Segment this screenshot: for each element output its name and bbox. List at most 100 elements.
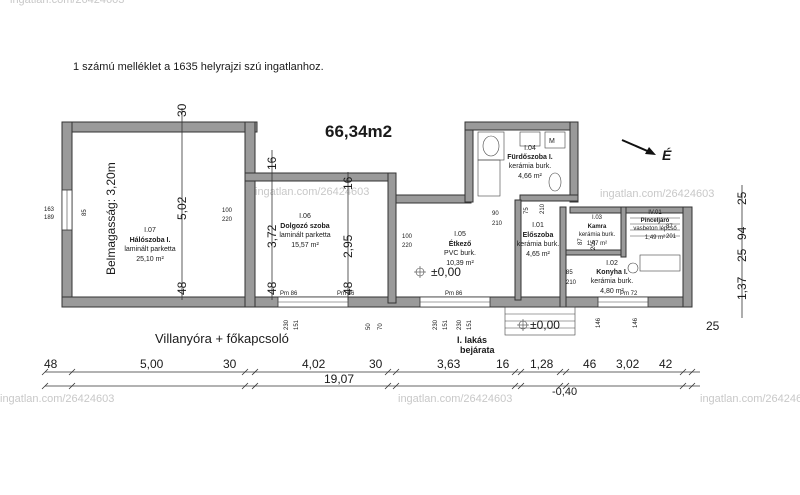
svg-text:2,95: 2,95 <box>341 234 355 258</box>
svg-text:Hálószoba I.: Hálószoba I. <box>130 237 171 244</box>
svg-text:16: 16 <box>496 357 510 371</box>
dimension-tick <box>679 368 687 376</box>
svg-text:±0,00: ±0,00 <box>431 265 461 279</box>
dimension-tick <box>688 368 696 376</box>
svg-text:1,28: 1,28 <box>530 357 554 371</box>
watermark: ingatlan.com/26424603 <box>255 186 369 198</box>
svg-text:220: 220 <box>402 243 413 249</box>
room-I03: I.03 Kamra kerámia burk. 1,47 m² <box>579 215 616 247</box>
svg-text:Előszoba: Előszoba <box>523 232 554 239</box>
svg-text:90: 90 <box>492 211 499 217</box>
watermark: ingatlan.com/26424603 <box>398 393 512 405</box>
svg-text:46: 46 <box>583 357 597 371</box>
svg-text:1,49 m²: 1,49 m² <box>645 235 665 241</box>
svg-text:163: 163 <box>44 207 55 213</box>
room-I01: I.01 Előszoba kerámia burk. 4,65 m² <box>517 222 559 258</box>
header-note: 1 számú melléklet a 1635 helyrajzi szú i… <box>73 61 324 73</box>
svg-text:25: 25 <box>735 191 749 205</box>
total-length: 19,07 <box>324 372 354 386</box>
svg-text:kerámia burk.: kerámia burk. <box>509 163 551 170</box>
svg-text:30: 30 <box>369 357 383 371</box>
svg-text:Étkező: Étkező <box>449 239 472 248</box>
svg-text:25: 25 <box>706 319 720 333</box>
dimension-tick <box>41 368 49 376</box>
svg-text:4,66 m²: 4,66 m² <box>518 173 542 180</box>
north-arrow-icon <box>621 139 656 155</box>
svg-text:75: 75 <box>524 207 530 214</box>
svg-text:25: 25 <box>735 248 749 262</box>
watermark: ingatlan.com/26424603 <box>700 393 800 405</box>
dimension-tick <box>556 382 564 390</box>
ceiling-height: Belmagasság: 3,20m <box>104 162 118 275</box>
level-mark: -0,40 <box>552 386 577 398</box>
svg-text:146: 146 <box>596 317 602 328</box>
svg-text:25,10 m²: 25,10 m² <box>136 256 164 263</box>
north-label: É <box>662 147 672 163</box>
svg-text:100: 100 <box>402 234 413 240</box>
room-IV01: IV.01 Pinceljáró vasbeton lépcső 1,49 m² <box>633 210 677 241</box>
watermark: ingatlan.com/26424603 <box>0 393 114 405</box>
room-I04: I.04 Fürdőszoba I. kerámia burk. 4,66 m² <box>507 145 553 180</box>
stairs <box>630 217 680 237</box>
svg-text:Pm 86: Pm 86 <box>280 291 298 297</box>
svg-text:189: 189 <box>44 215 55 221</box>
vertical-dimensions: 30 5,02 48 16 3,72 48 16 2,95 48 25 94 2… <box>175 103 749 333</box>
dimension-tick <box>556 368 564 376</box>
room-I02: I.02 Konyha I. kerámia burk. 4,80 m² <box>591 260 633 295</box>
dimension-tick <box>562 368 570 376</box>
dimension-tick <box>392 368 400 376</box>
svg-text:230: 230 <box>433 319 439 330</box>
svg-text:42: 42 <box>659 357 673 371</box>
room-I05: I.05 Étkező PVC burk. 10,39 m² <box>444 231 476 267</box>
svg-text:48: 48 <box>265 281 279 295</box>
svg-text:I.04: I.04 <box>524 145 536 152</box>
dimension-tick <box>384 382 392 390</box>
svg-text:48: 48 <box>341 281 355 295</box>
svg-text:Pm 86: Pm 86 <box>445 291 463 297</box>
svg-text:kerámia burk.: kerámia burk. <box>517 241 559 248</box>
svg-text:210: 210 <box>540 203 546 214</box>
dimension-tick <box>511 368 519 376</box>
watermark: ingatlan.com/26424603 <box>10 0 124 6</box>
dimension-tick <box>562 382 570 390</box>
svg-text:5,00: 5,00 <box>140 357 164 371</box>
kitchen-fixtures <box>627 254 681 274</box>
svg-text:Fürdőszoba I.: Fürdőszoba I. <box>507 154 553 161</box>
svg-text:4,80 m²: 4,80 m² <box>600 288 624 295</box>
svg-text:16: 16 <box>265 156 279 170</box>
svg-text:146: 146 <box>633 317 639 328</box>
svg-text:I.01: I.01 <box>532 222 544 229</box>
svg-text:210: 210 <box>492 221 503 227</box>
svg-text:I.02: I.02 <box>606 260 618 267</box>
svg-text:100: 100 <box>222 208 233 214</box>
svg-text:I.06: I.06 <box>299 213 311 220</box>
svg-text:48: 48 <box>175 281 189 295</box>
svg-text:30: 30 <box>175 103 189 117</box>
wc-label: M <box>549 138 555 145</box>
svg-text:IV.01: IV.01 <box>648 210 662 216</box>
svg-text:Pm 72: Pm 72 <box>620 291 638 297</box>
dimension-tick <box>241 368 249 376</box>
dimension-tick <box>241 382 249 390</box>
dimension-tick <box>68 368 76 376</box>
bathroom-fixtures <box>477 131 566 197</box>
entrance-label: I. lakás <box>457 335 487 345</box>
dimension-tick <box>384 368 392 376</box>
svg-text:4,02: 4,02 <box>302 357 326 371</box>
room-I06: I.06 Dolgozó szoba laminált parketta 15,… <box>279 213 330 249</box>
entrance-steps <box>504 306 576 336</box>
svg-text:16: 16 <box>341 176 355 190</box>
svg-text:vasbeton lépcső: vasbeton lépcső <box>633 226 677 232</box>
svg-text:85: 85 <box>82 209 88 216</box>
svg-text:Pm 86: Pm 86 <box>337 291 355 297</box>
dimension-tick <box>688 382 696 390</box>
svg-text:3,02: 3,02 <box>616 357 640 371</box>
svg-text:230: 230 <box>457 319 463 330</box>
svg-text:Dolgozó szoba: Dolgozó szoba <box>280 223 329 230</box>
svg-text:1,47 m²: 1,47 m² <box>587 241 607 247</box>
entrance-label: bejárata <box>460 345 496 355</box>
svg-text:10,39 m²: 10,39 m² <box>446 260 474 267</box>
svg-text:15,57 m²: 15,57 m² <box>291 242 319 249</box>
svg-text:48: 48 <box>44 357 58 371</box>
bottom-dimension-labels: 48 5,00 30 4,02 30 3,63 16 1,28 46 3,02 … <box>44 357 673 386</box>
